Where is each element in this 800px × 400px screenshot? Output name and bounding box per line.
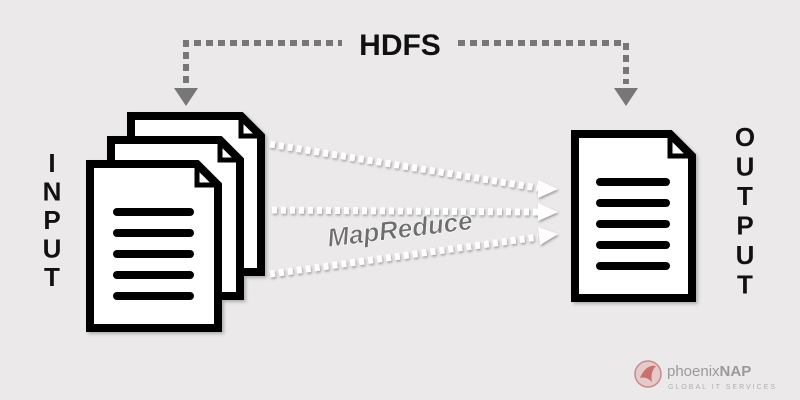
flow-arrow-middle xyxy=(271,203,558,221)
brand-name-light: phoenix xyxy=(667,363,720,380)
brand-name: phoenixNAP xyxy=(667,363,751,380)
brand-watermark: phoenixNAP GLOBAL IT SERVICES xyxy=(634,360,777,391)
mapreduce-flow xyxy=(269,140,558,278)
vertical-label-letter: T xyxy=(737,270,753,300)
hdfs-label: HDFS xyxy=(359,29,441,62)
input-document-text-lines xyxy=(113,208,194,300)
vertical-label-letter: U xyxy=(736,240,755,270)
input-document-front xyxy=(86,160,222,332)
brand-name-bold: NAP xyxy=(720,363,752,380)
vertical-label-letter: T xyxy=(44,262,60,292)
arrow-down-icon xyxy=(174,88,198,106)
document-icon xyxy=(571,130,696,302)
arrow-down-icon xyxy=(614,88,638,106)
vertical-label-letter: O xyxy=(735,122,755,152)
vertical-label-letter: P xyxy=(736,211,753,241)
vertical-label-letter: P xyxy=(43,205,60,235)
arrow-right-icon xyxy=(538,203,558,221)
vertical-label-letter: U xyxy=(43,234,62,264)
output-document-text-lines xyxy=(596,178,670,270)
hdfs-connector-right-line xyxy=(458,40,629,84)
document-stack-icon xyxy=(86,112,265,332)
phoenixnap-logo-icon xyxy=(634,360,662,388)
vertical-label-letter: I xyxy=(48,148,55,178)
arrow-right-icon xyxy=(538,227,558,245)
brand-tagline: GLOBAL IT SERVICES xyxy=(668,384,777,391)
flow-arrow-bottom xyxy=(269,227,558,278)
vertical-label-letter: N xyxy=(43,177,62,207)
flow-arrow-top xyxy=(269,140,558,198)
hdfs-connector-left-line xyxy=(183,40,342,95)
vertical-label-letter: U xyxy=(736,152,755,182)
hdfs-connector: HDFS xyxy=(174,29,638,106)
vertical-label-letter: T xyxy=(737,181,753,211)
arrow-right-icon xyxy=(538,180,558,198)
